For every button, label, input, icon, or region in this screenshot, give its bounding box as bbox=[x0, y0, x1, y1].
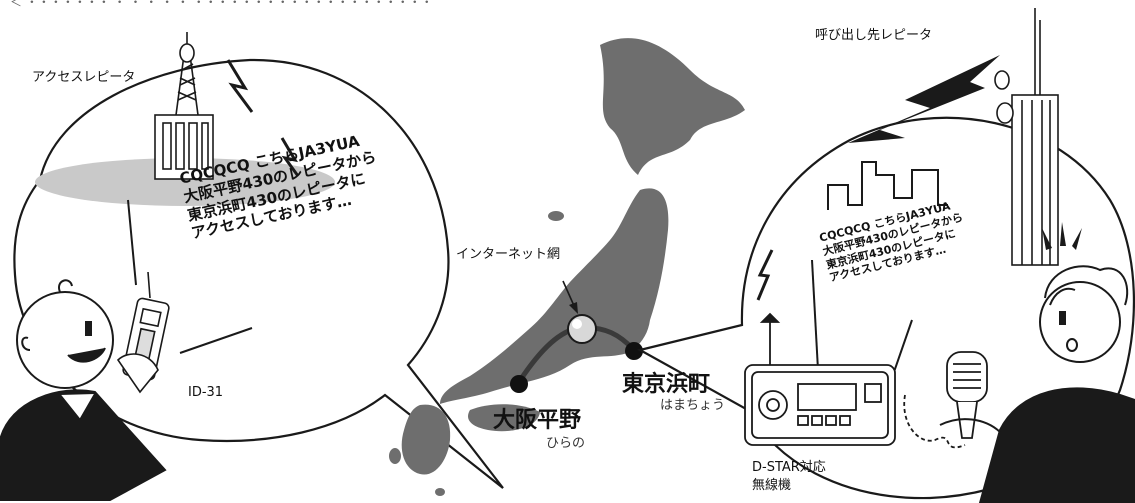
lightning-bolt-icon bbox=[226, 59, 254, 113]
internet-pointer-arrow bbox=[562, 280, 578, 314]
signal-line bbox=[811, 259, 819, 371]
city-buildings bbox=[827, 161, 948, 210]
signal-line bbox=[179, 327, 253, 354]
mobile-transceiver-icon bbox=[744, 312, 896, 446]
handheld-radio-icon bbox=[116, 271, 170, 394]
dstar-label-line2: 無線機 bbox=[752, 478, 792, 493]
honshu-island bbox=[440, 188, 669, 404]
lightning-bolt-icon bbox=[848, 55, 1000, 143]
operator-left-person bbox=[0, 279, 167, 501]
tokyo-reading: はまちょう bbox=[660, 398, 726, 413]
osaka-reading: ひらの bbox=[546, 436, 586, 451]
kyushu-island bbox=[401, 404, 451, 475]
signal-line bbox=[127, 199, 137, 286]
hand-microphone-icon bbox=[903, 351, 988, 449]
lightning-bolt-icon bbox=[280, 137, 300, 177]
access-repeater-tower-icon bbox=[154, 32, 214, 180]
page-caption: ＜ ・・・・・・・ ・ ・ ・ ・ ・ ・・・・・・・・・・・・・・・・・・・・ bbox=[10, 0, 433, 9]
destination-repeater-label: 呼び出し先レピータ bbox=[815, 28, 933, 43]
access-repeater-label: アクセスレピータ bbox=[32, 70, 136, 85]
tokyo-city-name: 東京浜町 bbox=[622, 372, 711, 397]
dstar-label-line1: D-STAR対応 bbox=[752, 460, 826, 475]
exclamation-marks bbox=[1042, 222, 1082, 250]
lightning-bolt-icon bbox=[756, 249, 774, 301]
internet-hub-icon bbox=[567, 314, 597, 344]
hokkaido-island bbox=[600, 38, 745, 175]
osaka-city-name: 大阪平野 bbox=[493, 408, 582, 433]
destination-repeater-tower-icon bbox=[994, 8, 1059, 266]
japan-map bbox=[389, 38, 745, 496]
operator-right-person bbox=[939, 265, 1135, 503]
internet-label: インターネット網 bbox=[456, 247, 561, 262]
coverage-area-shadow bbox=[35, 158, 335, 206]
shikoku-island bbox=[468, 404, 540, 432]
tokyo-node bbox=[625, 342, 643, 360]
radio-model-label: ID-31 bbox=[188, 385, 224, 400]
osaka-node bbox=[510, 375, 528, 393]
